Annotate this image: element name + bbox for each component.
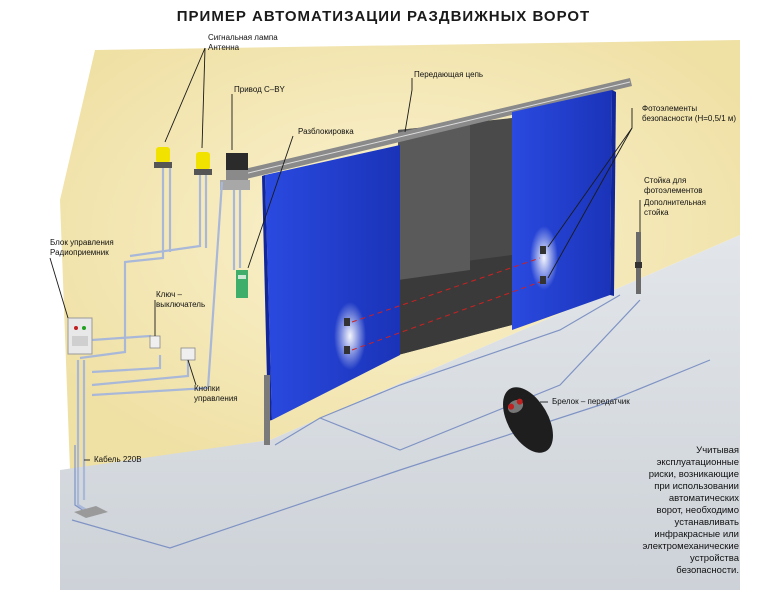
safety-note-line: при использовании xyxy=(589,481,739,493)
photo-element-right-bottom xyxy=(540,276,546,284)
signal-lamp-left xyxy=(154,147,172,168)
label-antenna: Антенна xyxy=(208,43,239,53)
label-stand-line-1: Стойка для xyxy=(644,176,686,186)
photo-element-right-top xyxy=(540,246,546,254)
safety-note-line: устройства xyxy=(589,553,739,565)
photo-element-left-top xyxy=(344,318,350,326)
safety-note-line: ворот, необходимо xyxy=(589,505,739,517)
signal-lamp-right xyxy=(194,152,212,175)
safety-note-line: инфракрасные или xyxy=(589,529,739,541)
gate-post-left xyxy=(264,375,270,445)
key-switch xyxy=(150,336,160,348)
label-buttons-line-2: управления xyxy=(194,394,238,404)
label-drive: Привод C–BY xyxy=(234,85,285,95)
label-key-line-1: Ключ – xyxy=(156,290,182,300)
safety-note-line: Учитывая xyxy=(589,445,739,457)
control-box xyxy=(68,318,92,354)
label-transmit-chain: Передающая цепь xyxy=(414,70,483,80)
photo-glow-left xyxy=(334,302,366,370)
page-title: ПРИМЕР АВТОМАТИЗАЦИИ РАЗДВИЖНЫХ ВОРОТ xyxy=(0,8,767,25)
safety-note-line: риски, возникающие xyxy=(589,469,739,481)
label-cable: Кабель 220В xyxy=(94,455,142,465)
label-stand-line-2: фотоэлементов xyxy=(644,186,703,196)
label-keyfob: Брелок – передатчик xyxy=(552,397,630,407)
gate-opening-inner xyxy=(398,123,470,280)
label-control-unit: Блок управления xyxy=(50,238,114,248)
unlock-handle xyxy=(236,270,248,298)
safety-note-line: безопасности. xyxy=(589,565,739,577)
control-buttons-box xyxy=(181,348,195,360)
label-photo-safety: безопасности (H=0,5/1 м) xyxy=(642,114,736,124)
photo-element-left-bottom xyxy=(344,346,350,354)
label-stand-line-3: Дополнительная xyxy=(644,198,706,208)
label-buttons-line-1: Кнопки xyxy=(194,384,220,394)
label-photo-elements: Фотоэлементы xyxy=(642,104,697,114)
safety-note-line: устанавливать xyxy=(589,517,739,529)
safety-note-line: электромеханические xyxy=(589,541,739,553)
safety-note-line: автоматических xyxy=(589,493,739,505)
gate-leaf-right xyxy=(512,90,612,330)
label-radio-receiver: Радиоприемник xyxy=(50,248,109,258)
label-stand-line-4: стойка xyxy=(644,208,669,218)
label-key-line-2: выключатель xyxy=(156,300,205,310)
safety-note-line: эксплуатационные xyxy=(589,457,739,469)
label-unlock: Разблокировка xyxy=(298,127,354,137)
label-signal-lamp: Сигнальная лампа xyxy=(208,33,278,43)
